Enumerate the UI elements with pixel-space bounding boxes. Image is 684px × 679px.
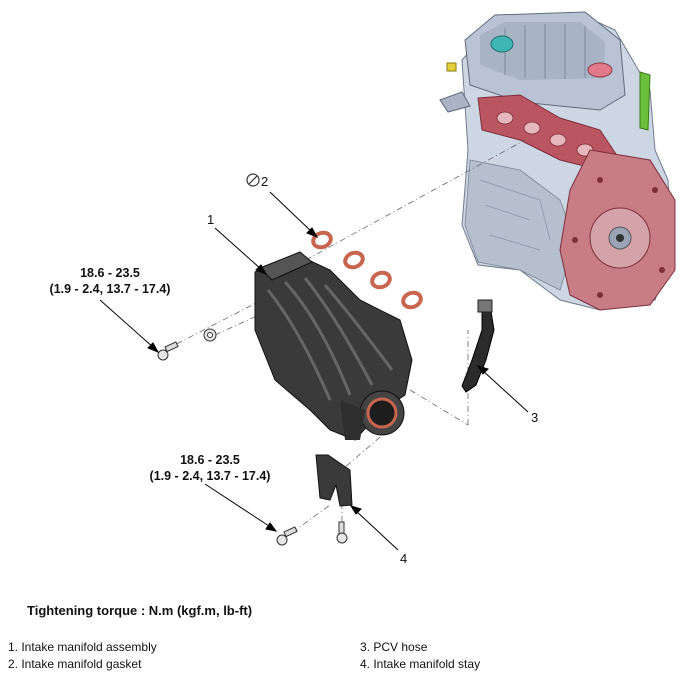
torque-spec-upper: 18.6 - 23.5 (1.9 - 2.4, 13.7 - 17.4) — [40, 265, 180, 297]
legend-item: 1. Intake manifold assembly — [8, 640, 157, 654]
bolt-lower-left — [276, 526, 298, 546]
exploded-diagram — [99, 11, 676, 551]
nut-upper — [203, 328, 217, 342]
legend-item: 2. Intake manifold gasket — [8, 657, 142, 671]
engine-assembly-illustration — [439, 11, 676, 311]
legend-item: 4. Intake manifold stay — [360, 657, 481, 671]
torque-nm: 18.6 - 23.5 — [180, 453, 240, 467]
callout-4: 4 — [400, 551, 408, 566]
intake-manifold-illustration — [254, 251, 413, 441]
leader-arrows — [99, 191, 529, 551]
pcv-hose-illustration — [461, 299, 495, 393]
no-reuse-icon — [246, 173, 260, 187]
legend-item: 3. PCV hose — [360, 640, 428, 654]
torque-alt: (1.9 - 2.4, 13.7 - 17.4) — [49, 282, 171, 296]
torque-spec-lower: 18.6 - 23.5 (1.9 - 2.4, 13.7 - 17.4) — [140, 452, 280, 484]
intake-manifold-stay-illustration — [315, 454, 353, 507]
bolt-lower-right — [336, 521, 348, 544]
bolt-upper — [157, 341, 179, 361]
torque-alt: (1.9 - 2.4, 13.7 - 17.4) — [149, 469, 271, 483]
callout-1: 1 — [207, 212, 215, 227]
legend-title: Tightening torque : N.m (kgf.m, lb-ft) — [27, 603, 253, 618]
callout-3: 3 — [531, 410, 539, 425]
intake-manifold-gaskets — [311, 230, 423, 310]
callout-2: 2 — [261, 174, 269, 189]
torque-nm: 18.6 - 23.5 — [80, 266, 140, 280]
